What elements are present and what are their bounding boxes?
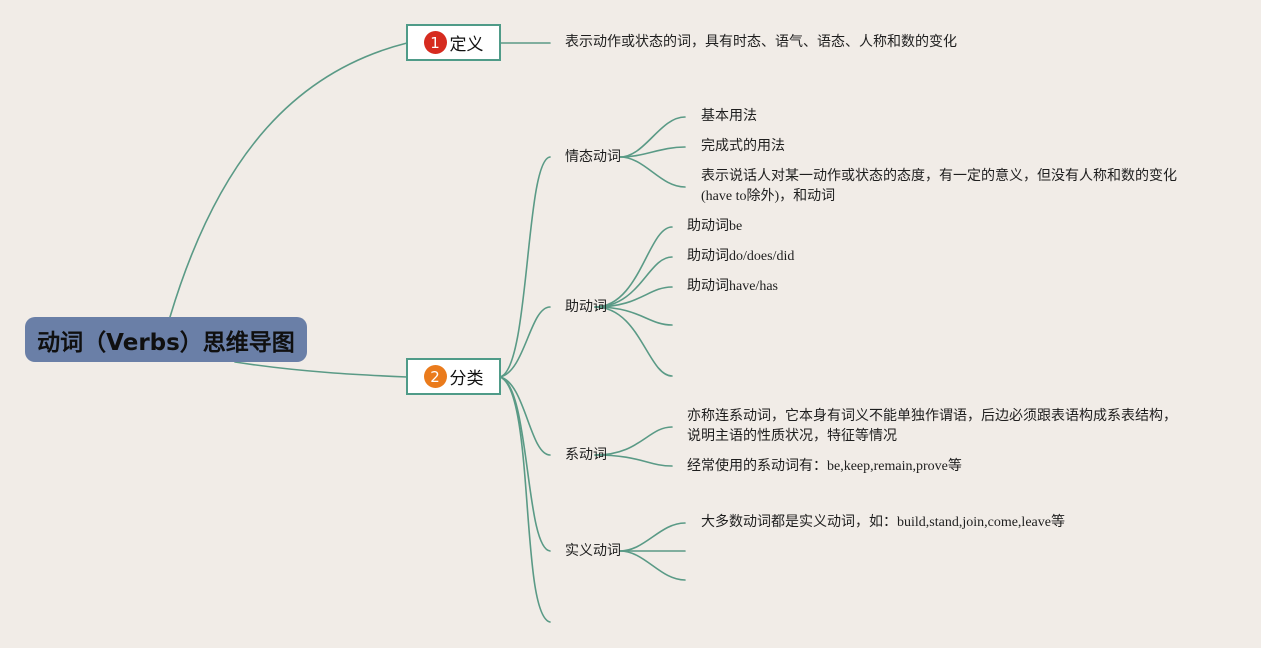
link-class-extra	[499, 376, 551, 623]
category-linking[interactable]: 系动词	[565, 447, 607, 463]
link-root-definition	[169, 42, 408, 318]
topic-definition-label: 定义	[449, 35, 484, 55]
auxiliary-item-do[interactable]: 助动词do/does/did	[687, 249, 795, 264]
number-one-icon: 1	[423, 31, 447, 54]
category-notional[interactable]: 实义动词	[565, 543, 621, 559]
modal-item-basic-usage[interactable]: 基本用法	[701, 109, 757, 124]
modal-item-attitude[interactable]: 表示说话人对某一动作或状态的态度，有一定的意义，但没有人称和数的变化	[701, 169, 1177, 184]
category-auxiliary[interactable]: 助动词	[565, 299, 607, 315]
link-root-classification	[234, 361, 408, 378]
topic-definition[interactable]: 1 定义	[406, 24, 501, 61]
definition-text[interactable]: 表示动作或状态的词，具有时态、语气、语态、人称和数的变化	[565, 35, 957, 50]
link-class-modal	[499, 156, 551, 378]
topic-classification[interactable]: 2 分类	[406, 358, 501, 395]
link-class-notional	[499, 376, 551, 552]
modal-item-perfect-usage[interactable]: 完成式的用法	[701, 139, 785, 154]
number-two-icon: 2	[423, 365, 447, 388]
auxiliary-item-have[interactable]: 助动词have/has	[687, 279, 778, 294]
topic-classification-label: 分类	[449, 369, 484, 389]
category-modal[interactable]: 情态动词	[565, 149, 621, 165]
root-topic[interactable]: 动词（Verbs）思维导图	[25, 317, 307, 362]
auxiliary-item-be[interactable]: 助动词be	[687, 219, 743, 234]
link-class-linking	[499, 376, 551, 456]
notional-item-examples[interactable]: 大多数动词都是实义动词，如：build,stand,join,come,leav…	[701, 515, 1065, 530]
modal-item-attitude-continued: (have to除外)，和动词	[701, 189, 836, 204]
linking-item-definition[interactable]: 亦称连系动词，它本身有词义不能单独作谓语，后边必须跟表语构成系表结构，	[687, 409, 1177, 424]
linking-item-definition-continued: 说明主语的性质状况，特征等情况	[687, 429, 897, 444]
link-class-auxiliary	[499, 306, 551, 378]
linking-item-common[interactable]: 经常使用的系动词有：be,keep,remain,prove等	[687, 459, 962, 474]
